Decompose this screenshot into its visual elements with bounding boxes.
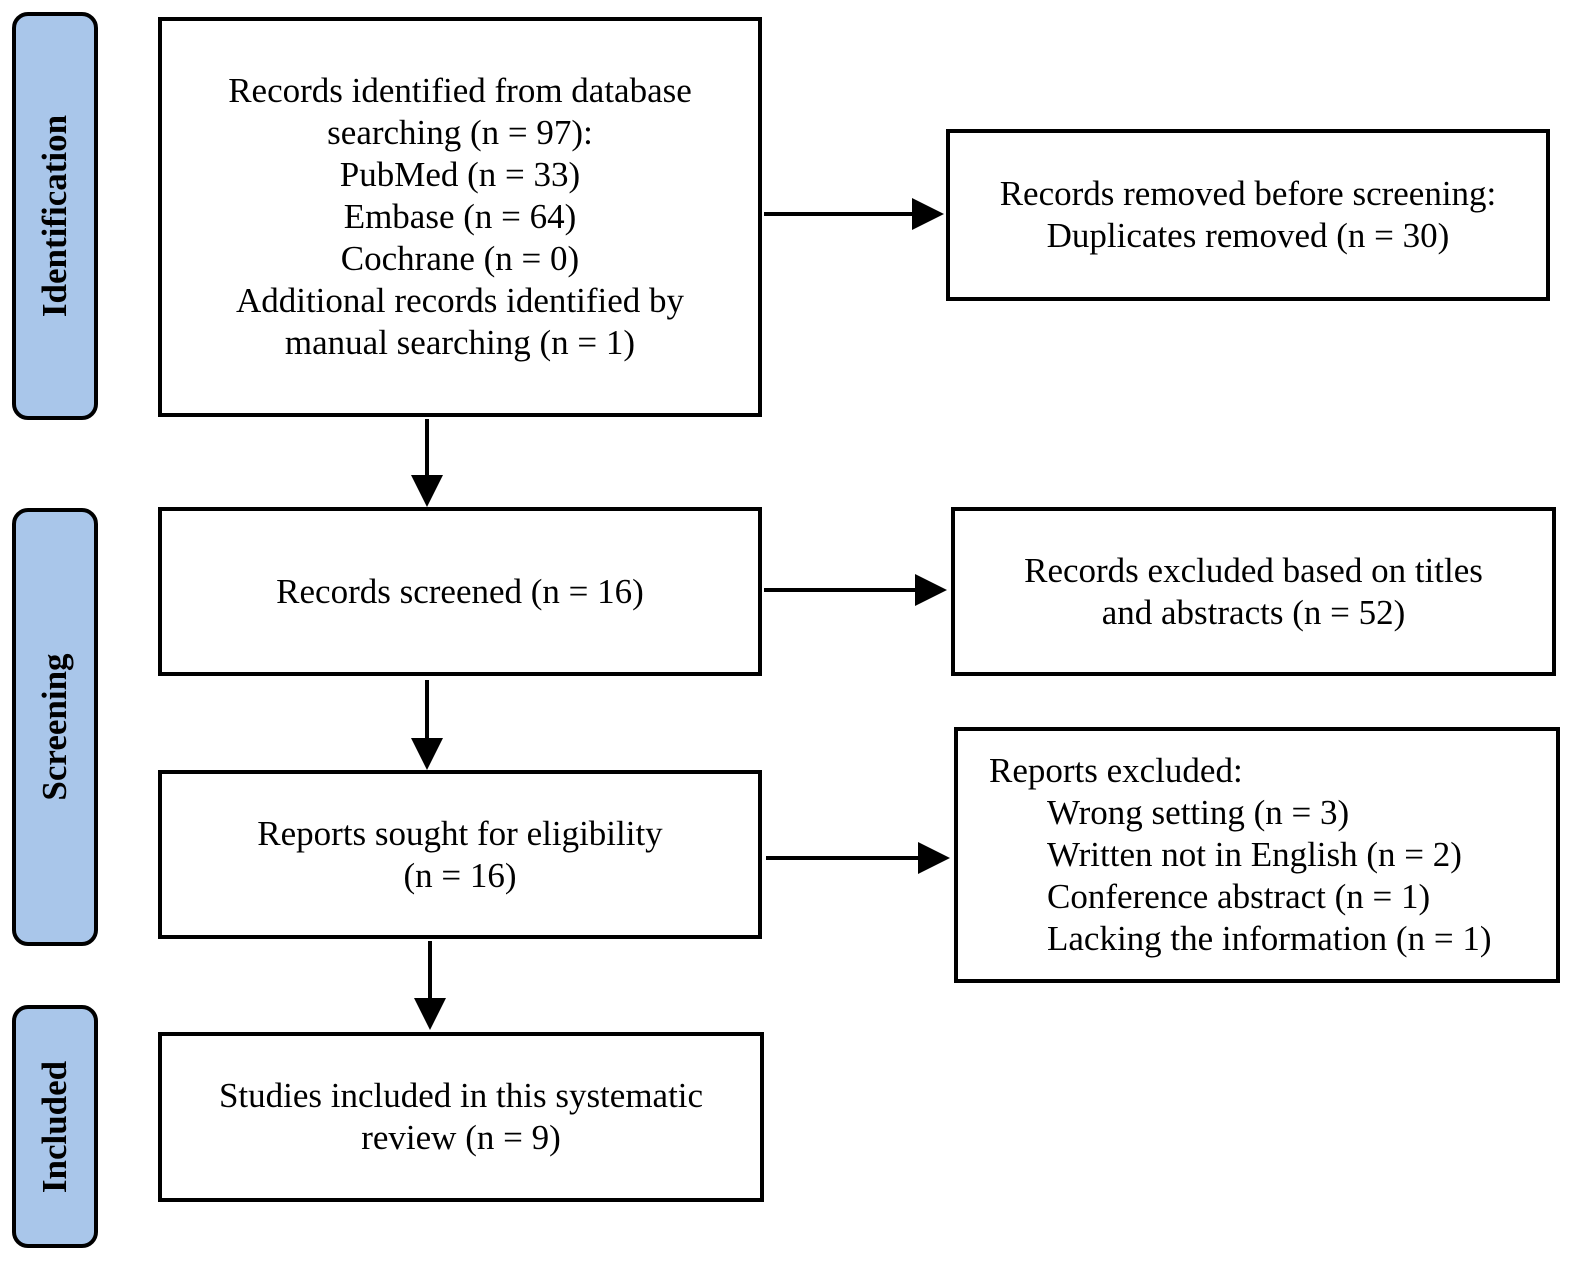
studies-included-box: Studies included in this systematic revi…: [158, 1032, 764, 1202]
stage-label-identification-text: Identification: [35, 114, 74, 318]
records-identified-box: Records identified from database searchi…: [158, 17, 762, 417]
stage-label-included-text: Included: [35, 1060, 74, 1193]
records-excluded-box: Records excluded based on titles and abs…: [951, 507, 1556, 676]
records-removed-box: Records removed before screening: Duplic…: [946, 129, 1550, 301]
stage-label-screening: Screening: [12, 508, 98, 946]
records-identified-line: Records identified from database: [228, 71, 692, 110]
stage-label-included: Included: [12, 1005, 98, 1248]
reports-excluded-item: Conference abstract (n = 1): [1047, 877, 1431, 916]
reports-excluded-item: Lacking the information (n = 1): [1047, 919, 1492, 958]
reports-excluded-item: Wrong setting (n = 3): [1047, 793, 1350, 832]
records-identified-line: manual searching (n = 1): [284, 323, 636, 362]
records-identified-line: PubMed (n = 33): [339, 155, 581, 194]
reports-excluded-item: Written not in English (n = 2): [1047, 835, 1462, 874]
reports-sought-box: Reports sought for eligibility (n = 16): [158, 770, 762, 939]
records-identified-line: Additional records identified by: [235, 281, 685, 320]
records-excluded-line: Records excluded based on titles: [1024, 550, 1483, 590]
records-identified-line: searching (n = 97):: [327, 113, 593, 152]
reports-excluded-box: Reports excluded: Wrong setting (n = 3) …: [954, 727, 1560, 983]
records-screened-line: Records screened (n = 16): [276, 571, 644, 611]
stage-label-identification: Identification: [12, 12, 98, 420]
records-removed-line: Duplicates removed (n = 30): [1046, 216, 1450, 255]
reports-excluded-heading: Reports excluded:: [989, 751, 1243, 790]
reports-sought-line: (n = 16): [403, 855, 517, 895]
studies-included-line: review (n = 9): [361, 1118, 561, 1157]
reports-sought-line: Reports sought for eligibility: [257, 813, 663, 853]
studies-included-line: Studies included in this systematic: [218, 1076, 704, 1115]
records-screened-box: Records screened (n = 16): [158, 507, 762, 676]
records-identified-line: Embase (n = 64): [343, 197, 577, 236]
records-identified-line: Cochrane (n = 0): [340, 239, 580, 278]
records-removed-line: Records removed before screening:: [999, 174, 1497, 213]
stage-label-screening-text: Screening: [35, 653, 74, 801]
records-excluded-line: and abstracts (n = 52): [1101, 592, 1406, 632]
